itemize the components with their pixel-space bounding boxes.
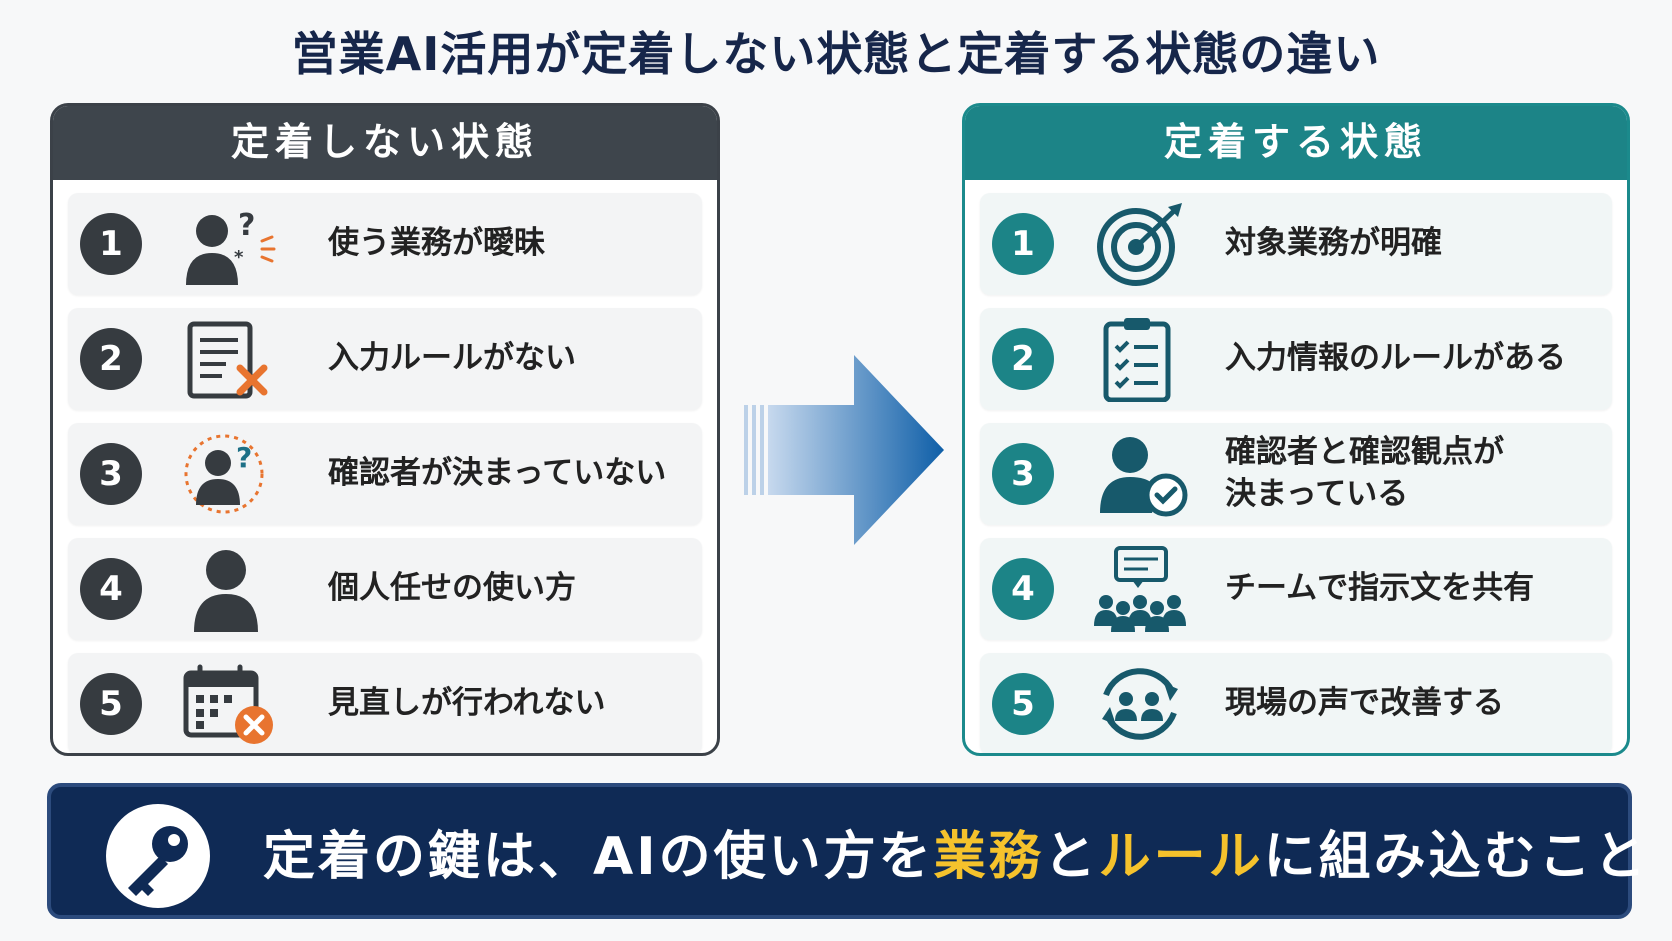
- transition-arrow-icon: [744, 355, 944, 545]
- item-number: 5: [80, 673, 142, 735]
- calendar-x-icon: [183, 664, 273, 744]
- item-text: 入力ルールがない: [328, 340, 576, 377]
- key-message-part2: と: [1043, 826, 1099, 887]
- item-number: 5: [992, 673, 1054, 735]
- unknown-reviewer-icon: ?: [184, 434, 264, 514]
- key-message-banner: 定着の鍵は、AIの使い方を業務とルールに組み込むこと: [47, 783, 1646, 919]
- item-number: 4: [992, 558, 1054, 620]
- highlight-business: 業務: [933, 826, 1044, 887]
- item-text: 個人任せの使い方: [328, 570, 576, 607]
- list-item: 1 対象業務が明確: [980, 193, 1612, 295]
- list-item: 5 見直しが行われない: [68, 653, 702, 753]
- item-text: 現場の声で改善する: [1225, 685, 1504, 722]
- list-item: 4 個人任せの使い方: [68, 538, 702, 640]
- item-number: 2: [80, 328, 142, 390]
- item-text: 確認者と確認観点が 決まっている: [1225, 434, 1504, 512]
- list-item: 2 入力ルールがない: [68, 308, 702, 410]
- cycle-people-icon: [1102, 668, 1178, 740]
- item-text: 入力情報のルールがある: [1225, 340, 1566, 377]
- clipboard-checklist-icon: [1103, 318, 1171, 402]
- key-message-part3: に組み込むこと: [1263, 826, 1649, 887]
- established-header: 定着する状態: [965, 106, 1627, 180]
- key-message-part1: 定着の鍵は、AIの使い方を: [263, 826, 934, 887]
- item-number: 1: [80, 213, 142, 275]
- item-number: 3: [80, 443, 142, 505]
- not-established-panel: 定着しない状態 1 ? * 使う業務が曖昧 2 入力ルールがない 3: [50, 103, 720, 756]
- item-text: チームで指示文を共有: [1225, 570, 1535, 607]
- svg-text:?: ?: [236, 441, 252, 474]
- list-item: 2 入力情報のルールがある: [980, 308, 1612, 410]
- page-title: 営業AI活用が定着しない状態と定着する状態の違い: [291, 27, 1381, 81]
- item-number: 3: [992, 443, 1054, 505]
- team-chat-icon: [1094, 546, 1186, 632]
- list-item: 1 ? * 使う業務が曖昧: [68, 193, 702, 295]
- single-person-icon: [194, 550, 258, 632]
- key-badge: [106, 804, 210, 908]
- item-text: 対象業務が明確: [1225, 225, 1442, 262]
- item-text: 使う業務が曖昧: [328, 225, 545, 262]
- person-check-icon: [1100, 437, 1188, 517]
- not-established-header: 定着しない状態: [53, 106, 717, 180]
- list-item: 3 ? 確認者が決まっていない: [68, 423, 702, 525]
- confused-person-icon: ? *: [186, 208, 276, 285]
- highlight-rules: ルール: [1098, 826, 1264, 887]
- list-item: 3 確認者と確認観点が 決まっている: [980, 423, 1612, 525]
- list-item: 4 チームで指示文を共有: [980, 538, 1612, 640]
- list-item: 5 現場の声で改善する: [980, 653, 1612, 753]
- svg-text:*: *: [234, 247, 244, 268]
- item-text: 確認者が決まっていない: [328, 455, 667, 492]
- key-message: 定着の鍵は、AIの使い方を業務とルールに組み込むこと: [263, 787, 1649, 915]
- item-number: 2: [992, 328, 1054, 390]
- established-panel: 定着する状態 1 対象業務が明確 2 入力情報のルールがある 3: [962, 103, 1630, 756]
- item-number: 1: [992, 213, 1054, 275]
- item-text: 見直しが行われない: [328, 685, 606, 722]
- svg-text:?: ?: [238, 208, 255, 243]
- document-x-icon: [187, 321, 268, 399]
- item-number: 4: [80, 558, 142, 620]
- target-icon: [1097, 203, 1182, 286]
- key-icon: [128, 826, 188, 896]
